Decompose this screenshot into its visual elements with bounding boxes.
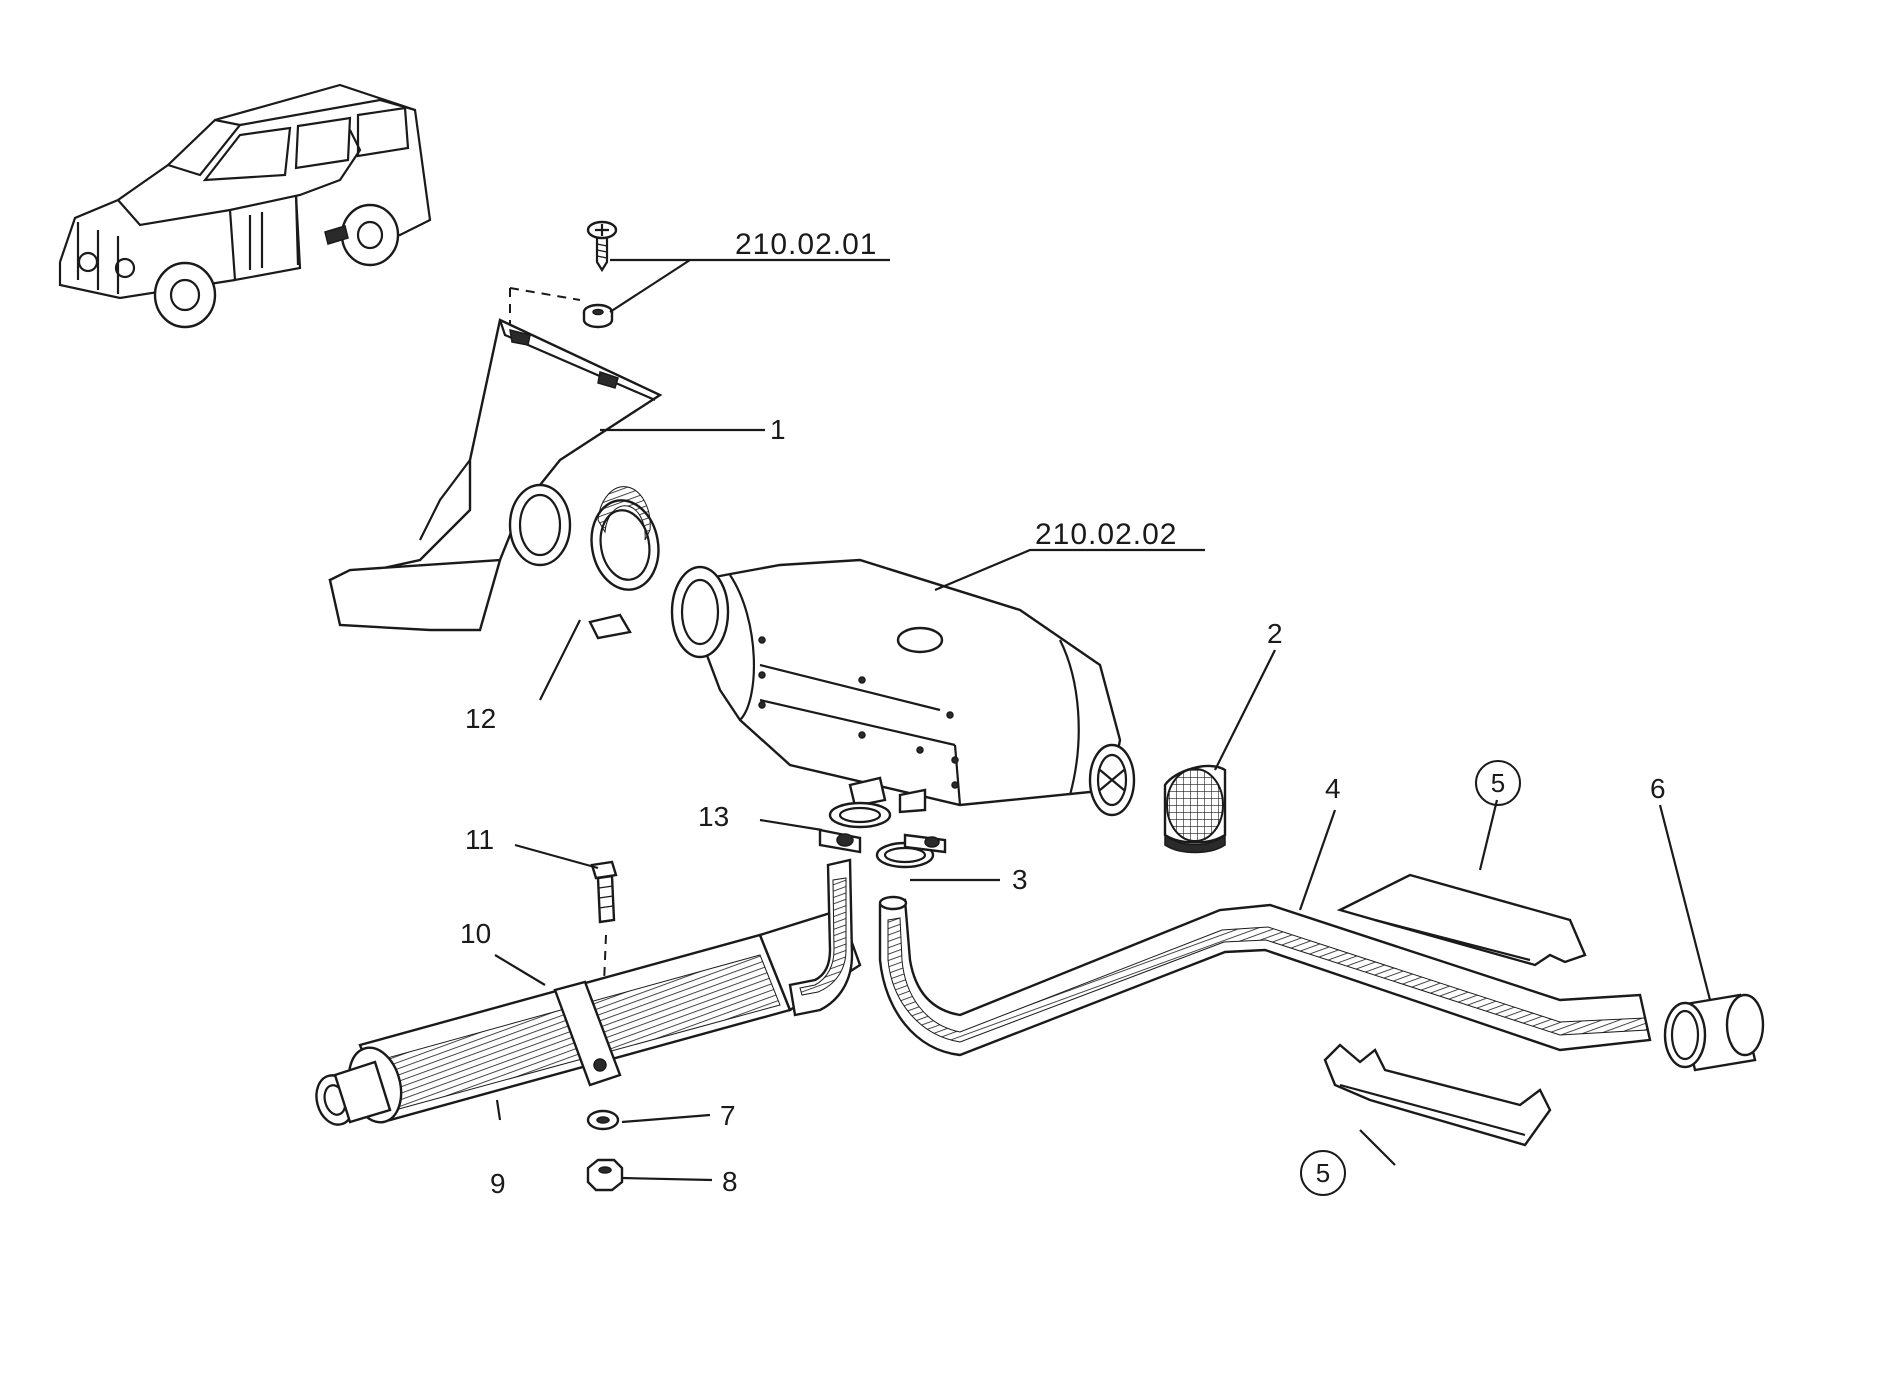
heat-shield-part-5-bottom — [1323, 1043, 1552, 1147]
lock-washer-part-7 — [586, 1109, 620, 1131]
muffler-part-9 — [315, 908, 862, 1126]
vehicle-thumbnail — [58, 83, 432, 329]
hose-clamp-part-3 — [875, 833, 947, 869]
air-duct-part-1 — [328, 318, 663, 632]
end-sleeve-part-6 — [1663, 993, 1765, 1072]
screw-and-washer — [509, 220, 618, 330]
exhaust-hose-to-muffler — [788, 858, 854, 1017]
heater-unit — [670, 558, 1136, 817]
exhaust-pipe-part-4 — [878, 895, 1652, 1057]
filter-cap-part-2 — [1163, 764, 1227, 854]
heat-shield-part-5-top — [1336, 873, 1587, 967]
hose-clamp-part-13 — [818, 801, 892, 854]
hex-nut-part-8 — [586, 1158, 624, 1192]
callout-leaders — [494, 258, 1712, 1182]
hose-clamp-part-12 — [588, 486, 660, 640]
